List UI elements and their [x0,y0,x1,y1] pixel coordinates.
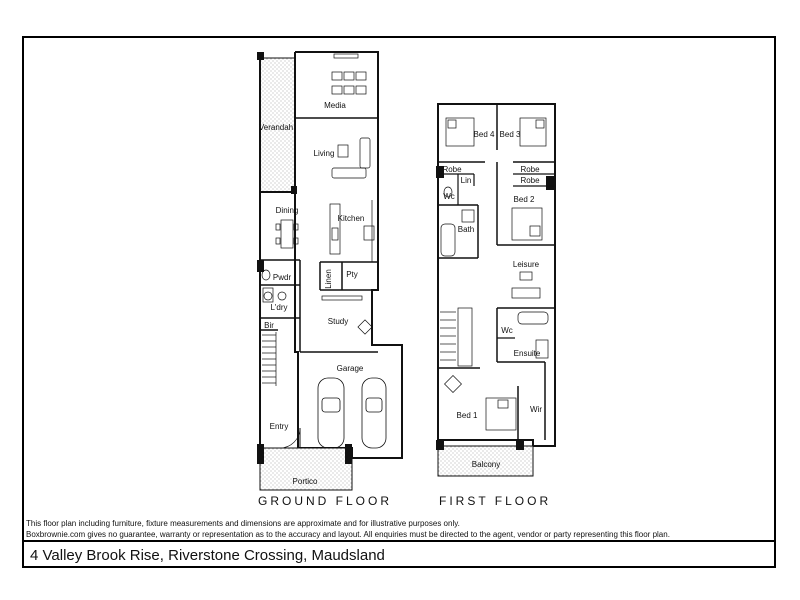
plan-frame [22,36,776,568]
first-stairs [440,307,473,367]
pwdr-toilet [261,269,271,281]
study-chair [357,319,373,335]
column-verandah [291,186,297,194]
room-robe-right2: Robe [520,176,540,185]
column-pwdr [257,260,264,272]
room-pwdr: Pwdr [273,273,292,282]
portico-column-left [257,444,264,464]
portico-area [259,447,353,491]
room-verandah: Verandah [259,123,293,132]
first-floor-labels: Bed 4 Bed 3 Robe Robe Robe Lin Wc Bed 2 … [442,130,542,469]
balcony-area [437,445,534,477]
room-leisure: Leisure [513,260,540,269]
disclaimer-line-1: This floor plan including furniture, fix… [26,519,460,528]
room-robe-right1: Robe [520,165,540,174]
first-floor-title: FIRST FLOOR [439,494,552,508]
leisure-furniture [511,271,541,299]
room-portico: Portico [293,477,318,486]
room-ensuite: Ensuite [514,349,541,358]
bed1-armchair [444,375,462,393]
laundry-fixtures [262,287,287,303]
column-balcony-left [436,440,444,450]
room-robe-left: Robe [442,165,462,174]
room-entry: Entry [270,422,289,431]
portico-column-right [345,444,352,464]
room-garage: Garage [337,364,364,373]
ground-stairs [262,332,277,386]
room-pty: Pty [346,270,358,279]
room-kitchen: Kitchen [338,214,365,223]
room-linen: Linen [324,269,333,289]
first-outer-wall [437,103,556,447]
ground-floor-plan [257,51,403,491]
dining-table [275,219,299,249]
verandah-area [259,57,296,193]
bedroom-furniture [445,117,547,431]
column-top-left [257,52,264,60]
first-floor-plan [436,103,556,477]
column-left-upper [436,166,444,178]
bathroom-fixtures [440,186,549,359]
column-robe [546,176,555,190]
room-bed2: Bed 2 [514,195,535,204]
room-ldry: L'dry [270,303,287,312]
garage-cars [317,377,387,449]
room-dining: Dining [276,206,299,215]
room-bed1: Bed 1 [457,411,478,420]
room-media: Media [324,101,346,110]
room-bir: Bir [264,321,274,330]
room-bath: Bath [458,225,474,234]
disclaimer: This floor plan including furniture, fix… [26,518,766,540]
media-furniture [331,53,367,95]
room-study: Study [328,317,348,326]
room-bed4: Bed 4 [474,130,495,139]
room-lin: Lin [461,176,472,185]
property-address: 4 Valley Brook Rise, Riverstone Crossing… [30,547,385,564]
room-bed3: Bed 3 [500,130,521,139]
room-balcony: Balcony [472,460,500,469]
room-wc-upper: Wc [443,192,455,201]
study-desk [321,295,363,301]
room-wir: Wir [530,405,542,414]
kitchen-benches [329,200,375,262]
living-furniture [331,137,371,179]
disclaimer-line-2: Boxbrownie.com gives no guarantee, warra… [26,530,670,539]
column-balcony-right [516,440,524,450]
ground-floor-labels: Media Verandah Living Dining Kitchen Pwd… [259,101,364,486]
room-wc-lower: Wc [501,326,513,335]
room-living: Living [314,149,335,158]
entry-door-swing [279,427,301,449]
ground-floor-title: GROUND FLOOR [258,494,393,508]
address-bar: 4 Valley Brook Rise, Riverstone Crossing… [22,540,776,568]
